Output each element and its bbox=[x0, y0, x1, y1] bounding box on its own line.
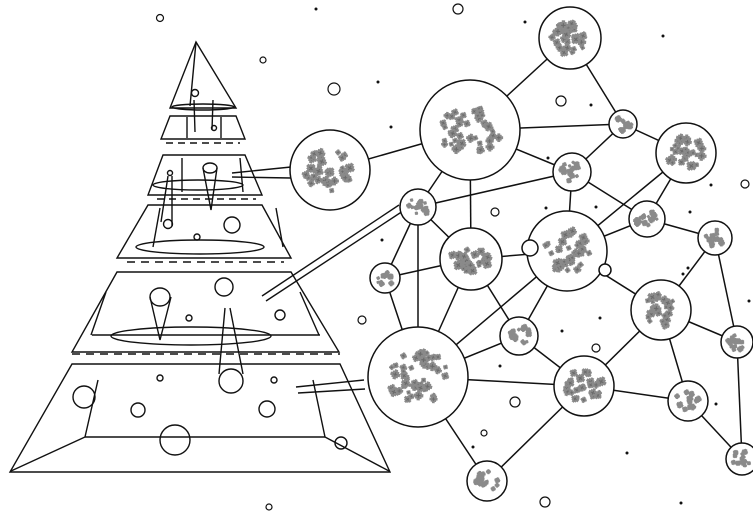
network-node bbox=[554, 356, 614, 416]
network-nodes bbox=[290, 7, 753, 501]
dot bbox=[599, 317, 602, 320]
bubble bbox=[592, 344, 600, 352]
pyramid-tier-apex bbox=[170, 42, 236, 110]
pyramid-tier-3 bbox=[117, 205, 291, 262]
network-node bbox=[668, 381, 708, 421]
network-node bbox=[656, 123, 716, 183]
dot bbox=[680, 502, 683, 505]
dot bbox=[590, 104, 593, 107]
network-node bbox=[631, 280, 691, 340]
pyramid-tier-4 bbox=[148, 155, 262, 229]
network-node bbox=[440, 228, 502, 290]
network-node bbox=[400, 189, 436, 225]
dot bbox=[472, 446, 475, 449]
bubble bbox=[453, 4, 463, 14]
network-node bbox=[629, 201, 665, 237]
dot bbox=[499, 365, 502, 368]
bubble bbox=[510, 397, 520, 407]
network-node bbox=[500, 317, 538, 355]
dot bbox=[682, 273, 685, 276]
bubble bbox=[358, 316, 366, 324]
bubble bbox=[481, 430, 487, 436]
dot bbox=[748, 300, 751, 303]
network-node bbox=[370, 263, 400, 293]
pyramid-tier-2 bbox=[72, 272, 340, 393]
dot bbox=[545, 207, 548, 210]
dot bbox=[381, 239, 384, 242]
dot bbox=[687, 267, 690, 270]
network-node bbox=[527, 211, 607, 291]
network-node bbox=[721, 326, 753, 358]
dot bbox=[377, 81, 380, 84]
bubble bbox=[741, 180, 749, 188]
pyramid-tier-base bbox=[10, 364, 390, 472]
bubble bbox=[491, 208, 499, 216]
network-node bbox=[368, 327, 468, 427]
dot bbox=[524, 21, 527, 24]
dot bbox=[662, 35, 665, 38]
bubble bbox=[540, 497, 550, 507]
dot bbox=[595, 206, 598, 209]
network-node bbox=[467, 461, 507, 501]
network-edge bbox=[418, 172, 572, 207]
network-node bbox=[539, 7, 601, 69]
network-node bbox=[420, 80, 520, 180]
network-node bbox=[609, 110, 637, 138]
bubble bbox=[266, 504, 272, 510]
dot bbox=[390, 126, 393, 129]
network-node bbox=[698, 221, 732, 255]
network-edge bbox=[737, 342, 742, 459]
network-node bbox=[290, 130, 370, 210]
network-node bbox=[522, 240, 538, 256]
network-node bbox=[726, 443, 753, 475]
network-node bbox=[553, 153, 591, 191]
dot bbox=[561, 330, 564, 333]
bubble bbox=[260, 57, 266, 63]
dot bbox=[710, 184, 713, 187]
dot bbox=[547, 157, 550, 160]
bubble bbox=[328, 83, 340, 95]
network-node bbox=[599, 264, 611, 276]
bubble bbox=[556, 96, 566, 106]
dot bbox=[626, 452, 629, 455]
dot bbox=[689, 211, 692, 214]
dot bbox=[315, 8, 318, 11]
dot bbox=[715, 403, 718, 406]
bubble bbox=[157, 15, 164, 22]
